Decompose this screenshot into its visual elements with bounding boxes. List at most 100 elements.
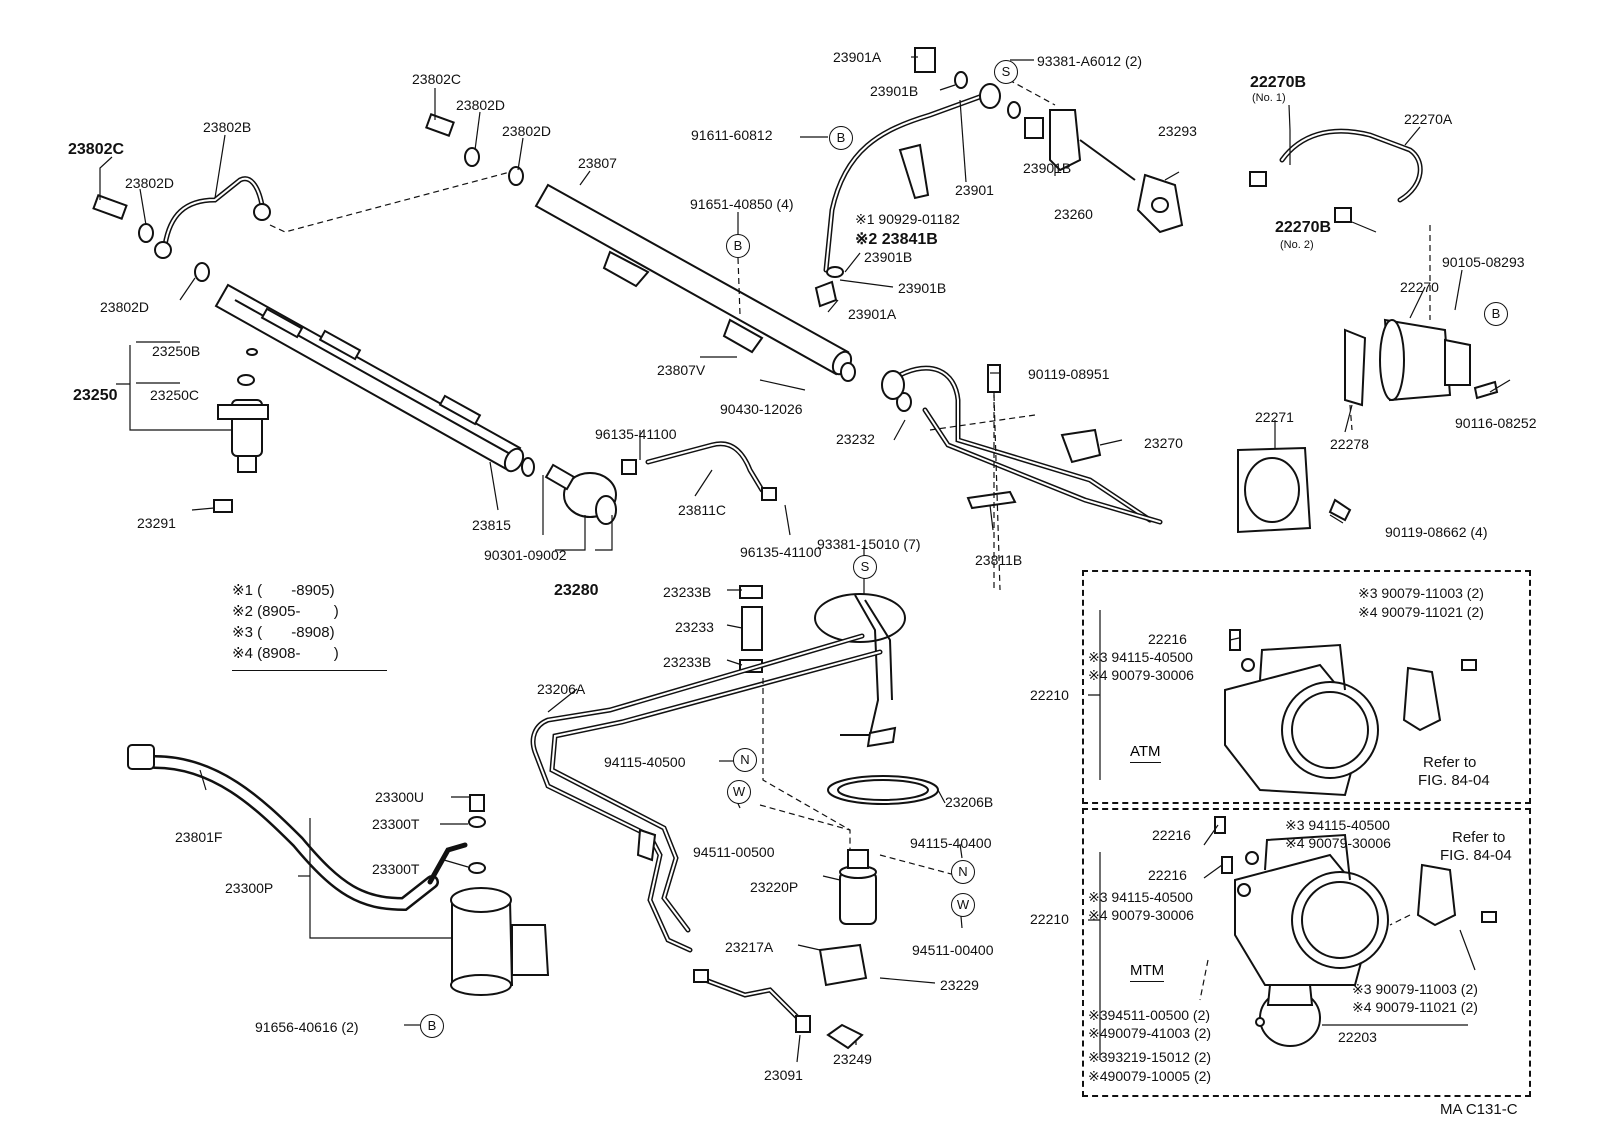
atm-refer-2: FIG. 84-04	[1418, 772, 1490, 789]
label-94511-00500: 94511-00500	[693, 844, 775, 860]
pipe-23811B	[897, 365, 1153, 523]
label-90119-08951: 90119-08951	[1028, 366, 1110, 382]
mtm-right-4: ※4 90079-11021 (2)	[1352, 999, 1478, 1015]
label-23901A-2: 23901A	[848, 306, 897, 322]
label-23802C-a: 23802C	[412, 71, 462, 87]
label-23811B: 23811B	[975, 552, 1023, 568]
label-23841B: ※2 23841B	[855, 231, 938, 248]
atm-nut-note-3: ※3 94115-40500	[1088, 649, 1193, 665]
mtm-nut-a-4: ※4 90079-30006	[1285, 835, 1391, 851]
label-90430-12026: 90430-12026	[720, 401, 803, 417]
mtm-nut-a-3: ※3 94115-40500	[1285, 817, 1390, 833]
label-23250C: 23250C	[150, 387, 200, 403]
label-22271: 22271	[1255, 409, 1294, 425]
label-23901B-4: 23901B	[898, 280, 947, 296]
gasket-23293	[1136, 173, 1184, 234]
label-23091: 23091	[764, 1067, 803, 1083]
label-23901A-top: 23901A	[833, 49, 882, 65]
mtm-right-3: ※3 90079-11003 (2)	[1352, 981, 1478, 997]
fuel-filter-23300P	[450, 794, 550, 996]
label-23815: 23815	[472, 517, 511, 533]
symbol-w-2: W	[951, 893, 975, 917]
atm-screw-label: 22216	[1148, 631, 1187, 647]
label-91656-40616: 91656-40616 (2)	[255, 1019, 359, 1035]
mtm-screw-b: 22216	[1148, 867, 1187, 883]
label-23802D-d: 23802D	[100, 299, 150, 315]
label-23293: 23293	[1158, 123, 1197, 139]
atm-refer-1: Refer to	[1423, 754, 1477, 771]
hose-23811C	[645, 441, 765, 493]
throttle-body-mtm	[1214, 816, 1497, 1047]
label-23811C: 23811C	[678, 502, 727, 518]
label-23250: 23250	[73, 387, 118, 404]
fuel-pump-23220P	[839, 849, 877, 925]
label-23807V: 23807V	[657, 362, 706, 378]
label-23233: 23233	[675, 619, 714, 635]
mtm-b-3: ※393219-15012 (2)	[1088, 1049, 1212, 1065]
label-23802D-a: 23802D	[456, 97, 506, 113]
diagram-code: MA C131-C	[1440, 1101, 1518, 1118]
fuel-rail-23807	[534, 183, 853, 376]
label-91611-60812: 91611-60812	[691, 127, 773, 143]
label-23807: 23807	[578, 155, 617, 171]
part-23217A	[818, 943, 868, 987]
label-23802D-b: 23802D	[502, 123, 552, 139]
label-22270B-2: 22270B	[1275, 219, 1332, 236]
note-4: ※4 (8908- )	[232, 645, 339, 662]
mtm-nut-b-4: ※4 90079-30006	[1088, 907, 1194, 923]
fuel-rail-23815	[214, 283, 525, 511]
label-90116-08252: 90116-08252	[1455, 415, 1537, 431]
label-23260: 23260	[1054, 206, 1093, 222]
symbol-s-2: S	[853, 555, 877, 579]
label-23233B-b: 23233B	[663, 654, 712, 670]
label-23802B: 23802B	[203, 119, 252, 135]
label-23249: 23249	[833, 1051, 872, 1067]
mtm-screw-a: 22216	[1152, 827, 1191, 843]
isc-valve-22270	[1379, 318, 1471, 402]
label-22270: 22270	[1400, 279, 1439, 295]
label-23901: 23901	[955, 182, 994, 198]
symbol-n-2: N	[951, 860, 975, 884]
mtm-valve-label: 22203	[1338, 1029, 1377, 1045]
label-23901B-1: 23901B	[870, 83, 919, 99]
label-23300P: 23300P	[225, 880, 274, 896]
label-23801F: 23801F	[175, 829, 223, 845]
atm-note-4-top: ※4 90079-11021 (2)	[1358, 604, 1484, 620]
label-23291: 23291	[137, 515, 176, 531]
symbol-b: B	[829, 126, 853, 150]
label-22270B-1-sub: (No. 1)	[1252, 92, 1286, 104]
symbol-w: W	[727, 780, 751, 804]
label-22270B-1: 22270B	[1250, 74, 1307, 91]
label-22278: 22278	[1330, 436, 1369, 452]
vsv-23260	[1024, 109, 1136, 181]
atm-title: ATM	[1130, 743, 1161, 763]
label-90105-08293: 90105-08293	[1442, 254, 1525, 270]
label-23802C-b: 23802C	[68, 141, 125, 158]
label-94511-00400: 94511-00400	[912, 942, 994, 958]
label-23802D-c: 23802D	[125, 175, 175, 191]
mtm-w-3: ※394511-00500 (2)	[1088, 1007, 1211, 1023]
mtm-nut-b-3: ※3 94115-40500	[1088, 889, 1193, 905]
mtm-refer-1: Refer to	[1452, 829, 1506, 846]
label-23229: 23229	[940, 977, 979, 993]
pressure-regulator-23280	[544, 463, 617, 551]
label-23300T-a: 23300T	[372, 816, 420, 832]
symbol-b-3: B	[1484, 302, 1508, 326]
label-22270A: 22270A	[1404, 111, 1453, 127]
atm-assembly-label: 22210	[1030, 687, 1069, 703]
fuel-tube-23233	[741, 606, 763, 651]
label-96135-41100-b: 96135-41100	[740, 544, 822, 560]
mtm-b-4: ※490079-10005 (2)	[1088, 1068, 1212, 1084]
label-23270: 23270	[1144, 435, 1183, 451]
part-23270	[1060, 428, 1102, 464]
label-91651-40850: 91651-40850 (4)	[690, 196, 794, 212]
symbol-b-2: B	[726, 234, 750, 258]
label-90301-09002: 90301-09002	[484, 547, 567, 563]
mtm-w-4: ※490079-41003 (2)	[1088, 1025, 1212, 1041]
label-94115-40500: 94115-40500	[604, 754, 686, 770]
atm-inset-box	[1082, 570, 1531, 804]
atm-note-3-top: ※3 90079-11003 (2)	[1358, 585, 1484, 601]
label-90929-01182: ※1 90929-01182	[855, 211, 960, 227]
label-23206B: 23206B	[945, 794, 994, 810]
